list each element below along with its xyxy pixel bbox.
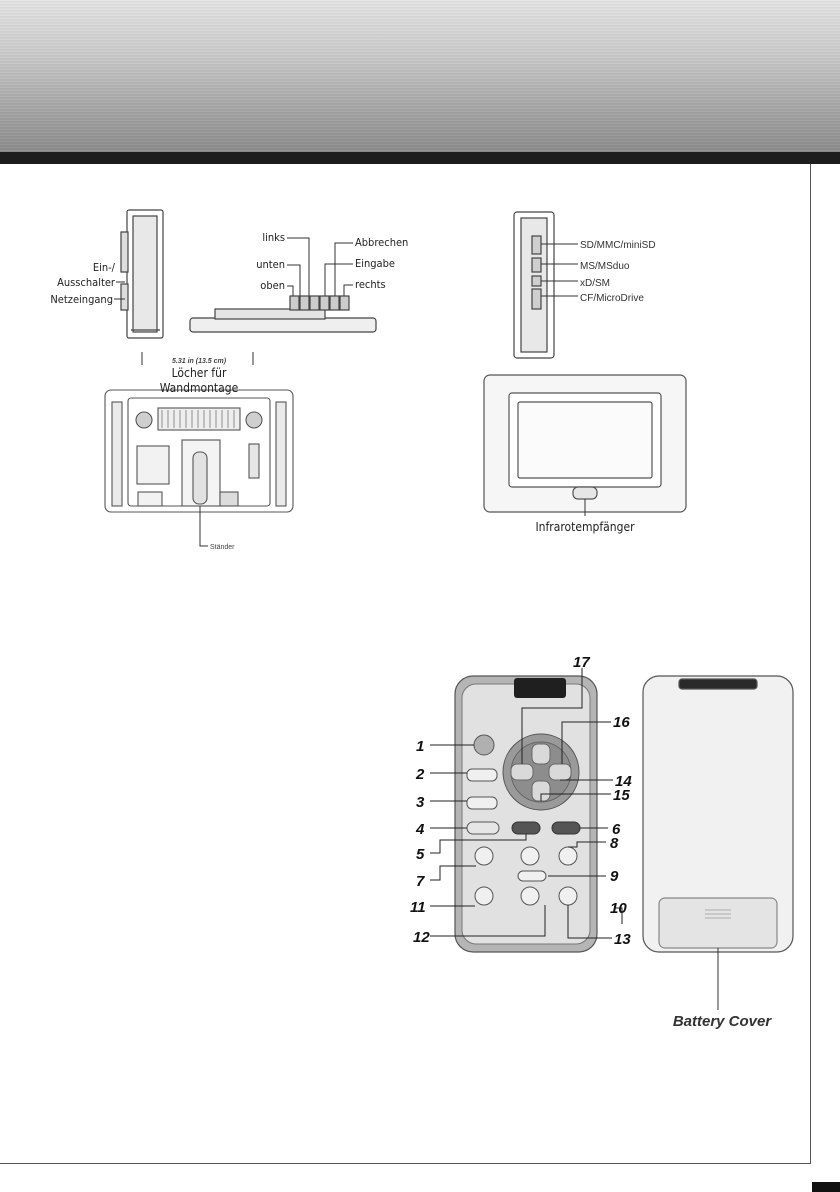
battery-cover-label: Battery Cover — [673, 1013, 773, 1030]
callout-12: 12 — [413, 929, 430, 946]
enter-button-label: Eingabe — [355, 257, 395, 270]
remote-control — [455, 676, 597, 952]
callout-17: 17 — [573, 654, 590, 671]
wall-mount-label-line2: Wandmontage — [160, 381, 239, 395]
slot1-label: SD/MMC/miniSD — [580, 240, 656, 251]
right-button-label: rechts — [355, 278, 386, 291]
enter-button-leader — [325, 264, 353, 296]
callout-10: 10 — [610, 900, 627, 917]
slot2-label: MS/MSduo — [580, 261, 630, 272]
card-slot-side-view — [514, 212, 554, 358]
callout-16: 16 — [613, 714, 630, 731]
callout-2: 2 — [415, 766, 425, 783]
frame-back-view — [105, 390, 293, 512]
frame-side-view — [121, 210, 163, 338]
callout-7: 7 — [416, 873, 425, 890]
remote-back — [643, 676, 793, 952]
callout-1: 1 — [416, 738, 424, 755]
callout-4: 4 — [415, 821, 425, 838]
frame-front-view — [484, 375, 686, 512]
cancel-button-label: Abbrechen — [355, 236, 408, 249]
down-button-label: unten — [256, 258, 285, 271]
ir-receiver-label: Infrarotempfänger — [535, 520, 635, 534]
right-button-leader — [344, 285, 353, 296]
power-switch-label-line2: Ausschalter — [57, 276, 116, 289]
dimension-label: 5.31 in (13.5 cm) — [172, 358, 227, 365]
callout-5: 5 — [416, 846, 425, 863]
slot4-label: CF/MicroDrive — [580, 293, 644, 304]
slot3-label: xD/SM — [580, 278, 610, 289]
left-button-label: links — [262, 231, 285, 244]
callout-11: 11 — [410, 899, 426, 916]
frame-top-view — [190, 296, 376, 332]
up-button-label: oben — [260, 279, 285, 292]
left-button-leader — [287, 238, 309, 296]
up-button-leader — [287, 286, 293, 296]
power-switch-label-line1: Ein-/ — [93, 261, 116, 274]
callout-15: 15 — [613, 787, 630, 804]
callout-13: 13 — [614, 931, 631, 948]
callout-3: 3 — [416, 794, 425, 811]
callout-9: 9 — [610, 868, 619, 885]
callout-8: 8 — [610, 835, 619, 852]
stand-label: Ständer — [210, 544, 235, 551]
wall-mount-label-line1: Löcher für — [172, 366, 227, 380]
power-input-label: Netzeingang — [50, 293, 113, 306]
